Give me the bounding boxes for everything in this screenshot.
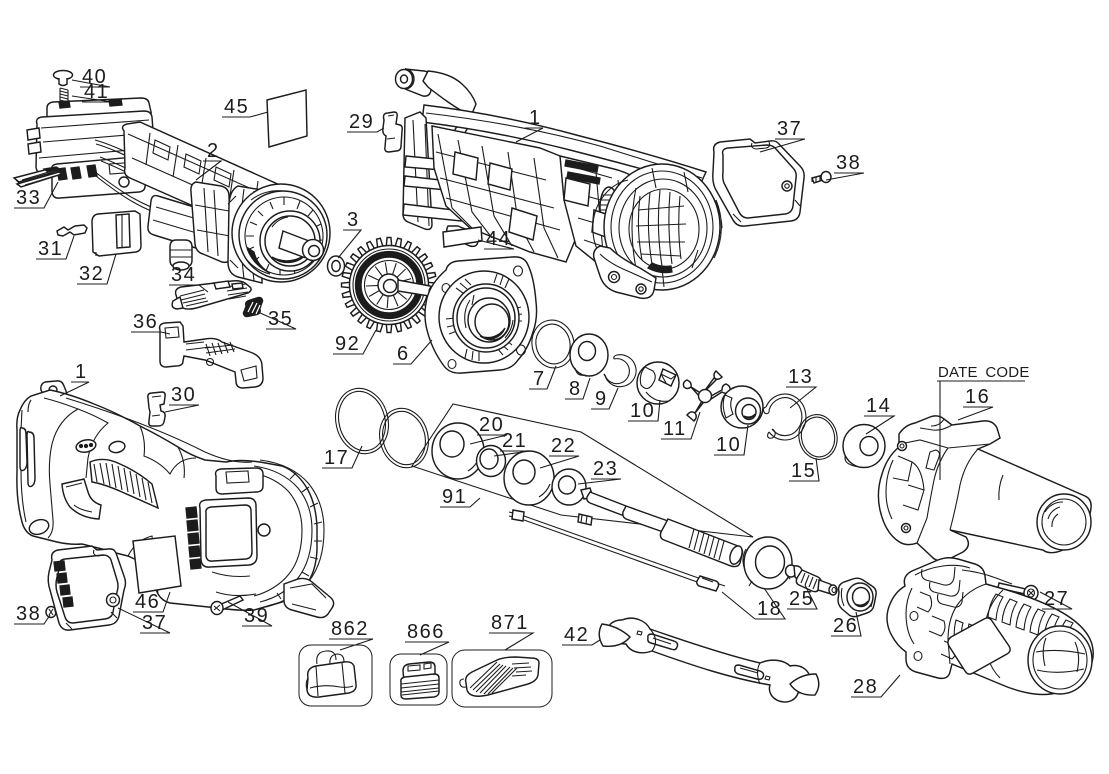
svg-text:29: 29 <box>349 111 374 133</box>
svg-text:38: 38 <box>836 152 861 174</box>
svg-text:33: 33 <box>16 187 41 209</box>
svg-text:91: 91 <box>442 486 467 508</box>
svg-text:23: 23 <box>593 458 618 480</box>
svg-text:37: 37 <box>777 118 802 140</box>
svg-text:3: 3 <box>347 209 360 231</box>
svg-text:25: 25 <box>789 588 814 610</box>
svg-text:42: 42 <box>564 624 589 646</box>
svg-text:34: 34 <box>171 264 196 286</box>
svg-text:DATE CODE: DATE CODE <box>938 364 1030 381</box>
svg-text:31: 31 <box>38 238 63 260</box>
svg-text:28: 28 <box>853 676 878 698</box>
svg-text:14: 14 <box>866 395 891 417</box>
svg-text:15: 15 <box>791 460 816 482</box>
svg-text:30: 30 <box>171 384 196 406</box>
svg-text:9: 9 <box>595 388 608 410</box>
svg-text:16: 16 <box>965 386 990 408</box>
svg-text:46: 46 <box>135 591 160 613</box>
svg-text:22: 22 <box>551 435 576 457</box>
svg-text:44: 44 <box>486 228 511 250</box>
svg-text:10: 10 <box>630 400 655 422</box>
svg-text:7: 7 <box>533 368 546 390</box>
svg-text:26: 26 <box>833 615 858 637</box>
svg-text:36: 36 <box>133 311 158 333</box>
svg-text:6: 6 <box>397 343 410 365</box>
svg-text:866: 866 <box>407 621 445 643</box>
svg-text:17: 17 <box>324 447 349 469</box>
svg-text:39: 39 <box>244 605 269 627</box>
svg-text:11: 11 <box>663 418 687 440</box>
svg-text:871: 871 <box>491 612 529 634</box>
svg-text:8: 8 <box>569 378 582 400</box>
svg-text:862: 862 <box>331 618 369 640</box>
svg-text:37: 37 <box>142 612 167 634</box>
svg-text:41: 41 <box>84 81 109 103</box>
svg-text:1: 1 <box>75 361 88 383</box>
svg-text:2: 2 <box>207 140 220 162</box>
svg-text:21: 21 <box>502 430 527 452</box>
svg-text:13: 13 <box>788 366 813 388</box>
svg-text:38: 38 <box>16 603 41 625</box>
svg-text:32: 32 <box>79 263 104 285</box>
svg-text:45: 45 <box>224 96 249 118</box>
svg-text:10: 10 <box>716 434 741 456</box>
svg-text:20: 20 <box>479 414 504 436</box>
svg-text:92: 92 <box>335 333 360 355</box>
svg-text:27: 27 <box>1044 588 1069 610</box>
svg-text:35: 35 <box>268 308 293 330</box>
svg-text:1: 1 <box>529 107 542 129</box>
